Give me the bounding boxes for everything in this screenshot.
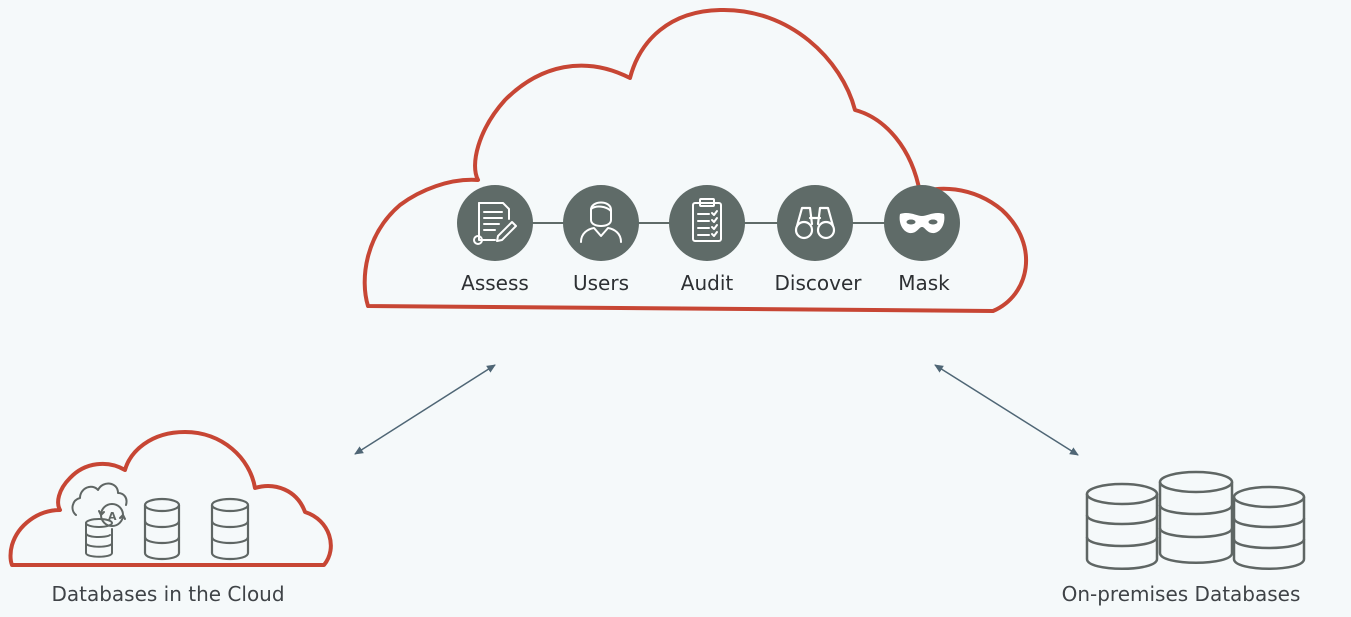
- cloud-databases-label: Databases in the Cloud: [51, 582, 285, 606]
- small-cloud-outline: [8, 430, 333, 567]
- service-label-mask: Mask: [898, 271, 950, 295]
- onprem-database-icon-3: [1232, 485, 1306, 570]
- users-icon-circle: [563, 185, 639, 261]
- mask-icon-circle: [884, 185, 960, 261]
- document-signature-icon: [473, 202, 517, 245]
- cloud-database-icon-2: [210, 497, 250, 561]
- user-icon: [580, 201, 622, 243]
- service-label-assess: Assess: [461, 271, 529, 295]
- binoculars-icon: [794, 206, 836, 240]
- assess-icon-circle: [457, 185, 533, 261]
- clipboard-checklist-icon: [692, 198, 722, 242]
- mask-icon: [899, 213, 945, 234]
- service-label-discover: Discover: [774, 271, 862, 295]
- cloud-database-icon-1: [143, 497, 181, 561]
- onprem-databases-label: On-premises Databases: [1061, 582, 1301, 606]
- audit-icon-circle: [669, 185, 745, 261]
- onprem-database-icon-1: [1085, 482, 1159, 570]
- service-label-audit: Audit: [680, 271, 734, 295]
- central-cloud-outline: [362, 7, 1029, 313]
- svg-text:A: A: [108, 510, 117, 523]
- onprem-database-icon-2: [1158, 470, 1234, 564]
- autonomous-database-icon: A: [71, 482, 128, 558]
- service-label-users: Users: [572, 271, 630, 295]
- discover-icon-circle: [777, 185, 853, 261]
- bidirectional-arrow-left: [354, 364, 496, 455]
- bidirectional-arrow-right: [934, 364, 1079, 456]
